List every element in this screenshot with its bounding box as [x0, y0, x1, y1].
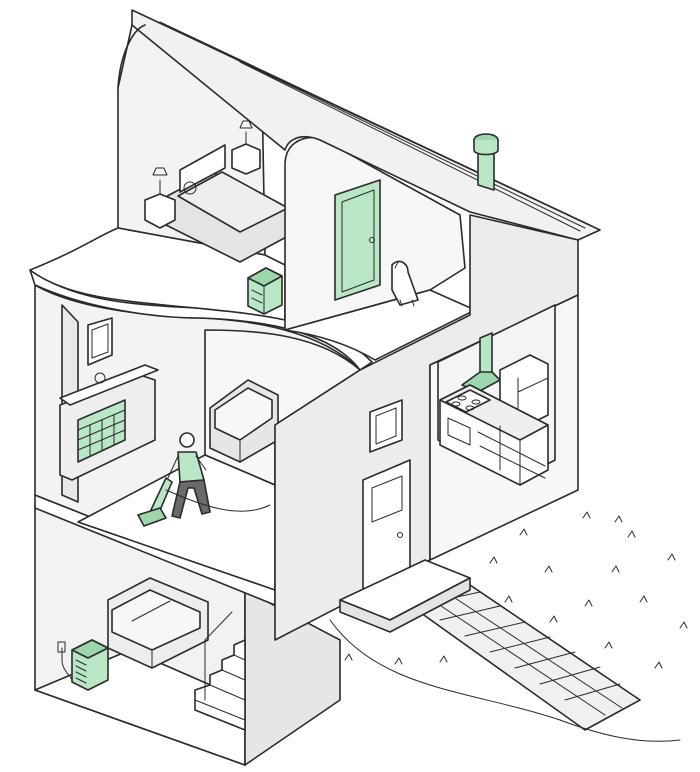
dehumidifier: [58, 640, 108, 690]
bedroom-air-purifier: [248, 268, 282, 314]
kitchen: [438, 305, 555, 485]
living-room-armchair: [210, 380, 278, 462]
bedroom-nightstand-left: [145, 168, 175, 228]
living-room: [35, 285, 360, 590]
chimney-vent: [474, 134, 498, 190]
bedroom-bed: [160, 145, 290, 262]
bedroom-door: [335, 180, 380, 300]
upstairs-hallway: [285, 137, 475, 360]
person-vacuuming: [168, 433, 210, 518]
basement-sofa: [108, 578, 208, 668]
lawn-grass: [315, 512, 687, 668]
front-window: [370, 400, 402, 452]
basement-stairs: [195, 612, 245, 730]
kitchen-stove: [446, 390, 490, 445]
vacuum-cleaner: [138, 478, 270, 526]
roof: [118, 10, 600, 240]
dog: [392, 261, 418, 306]
fireplace: [60, 318, 158, 480]
